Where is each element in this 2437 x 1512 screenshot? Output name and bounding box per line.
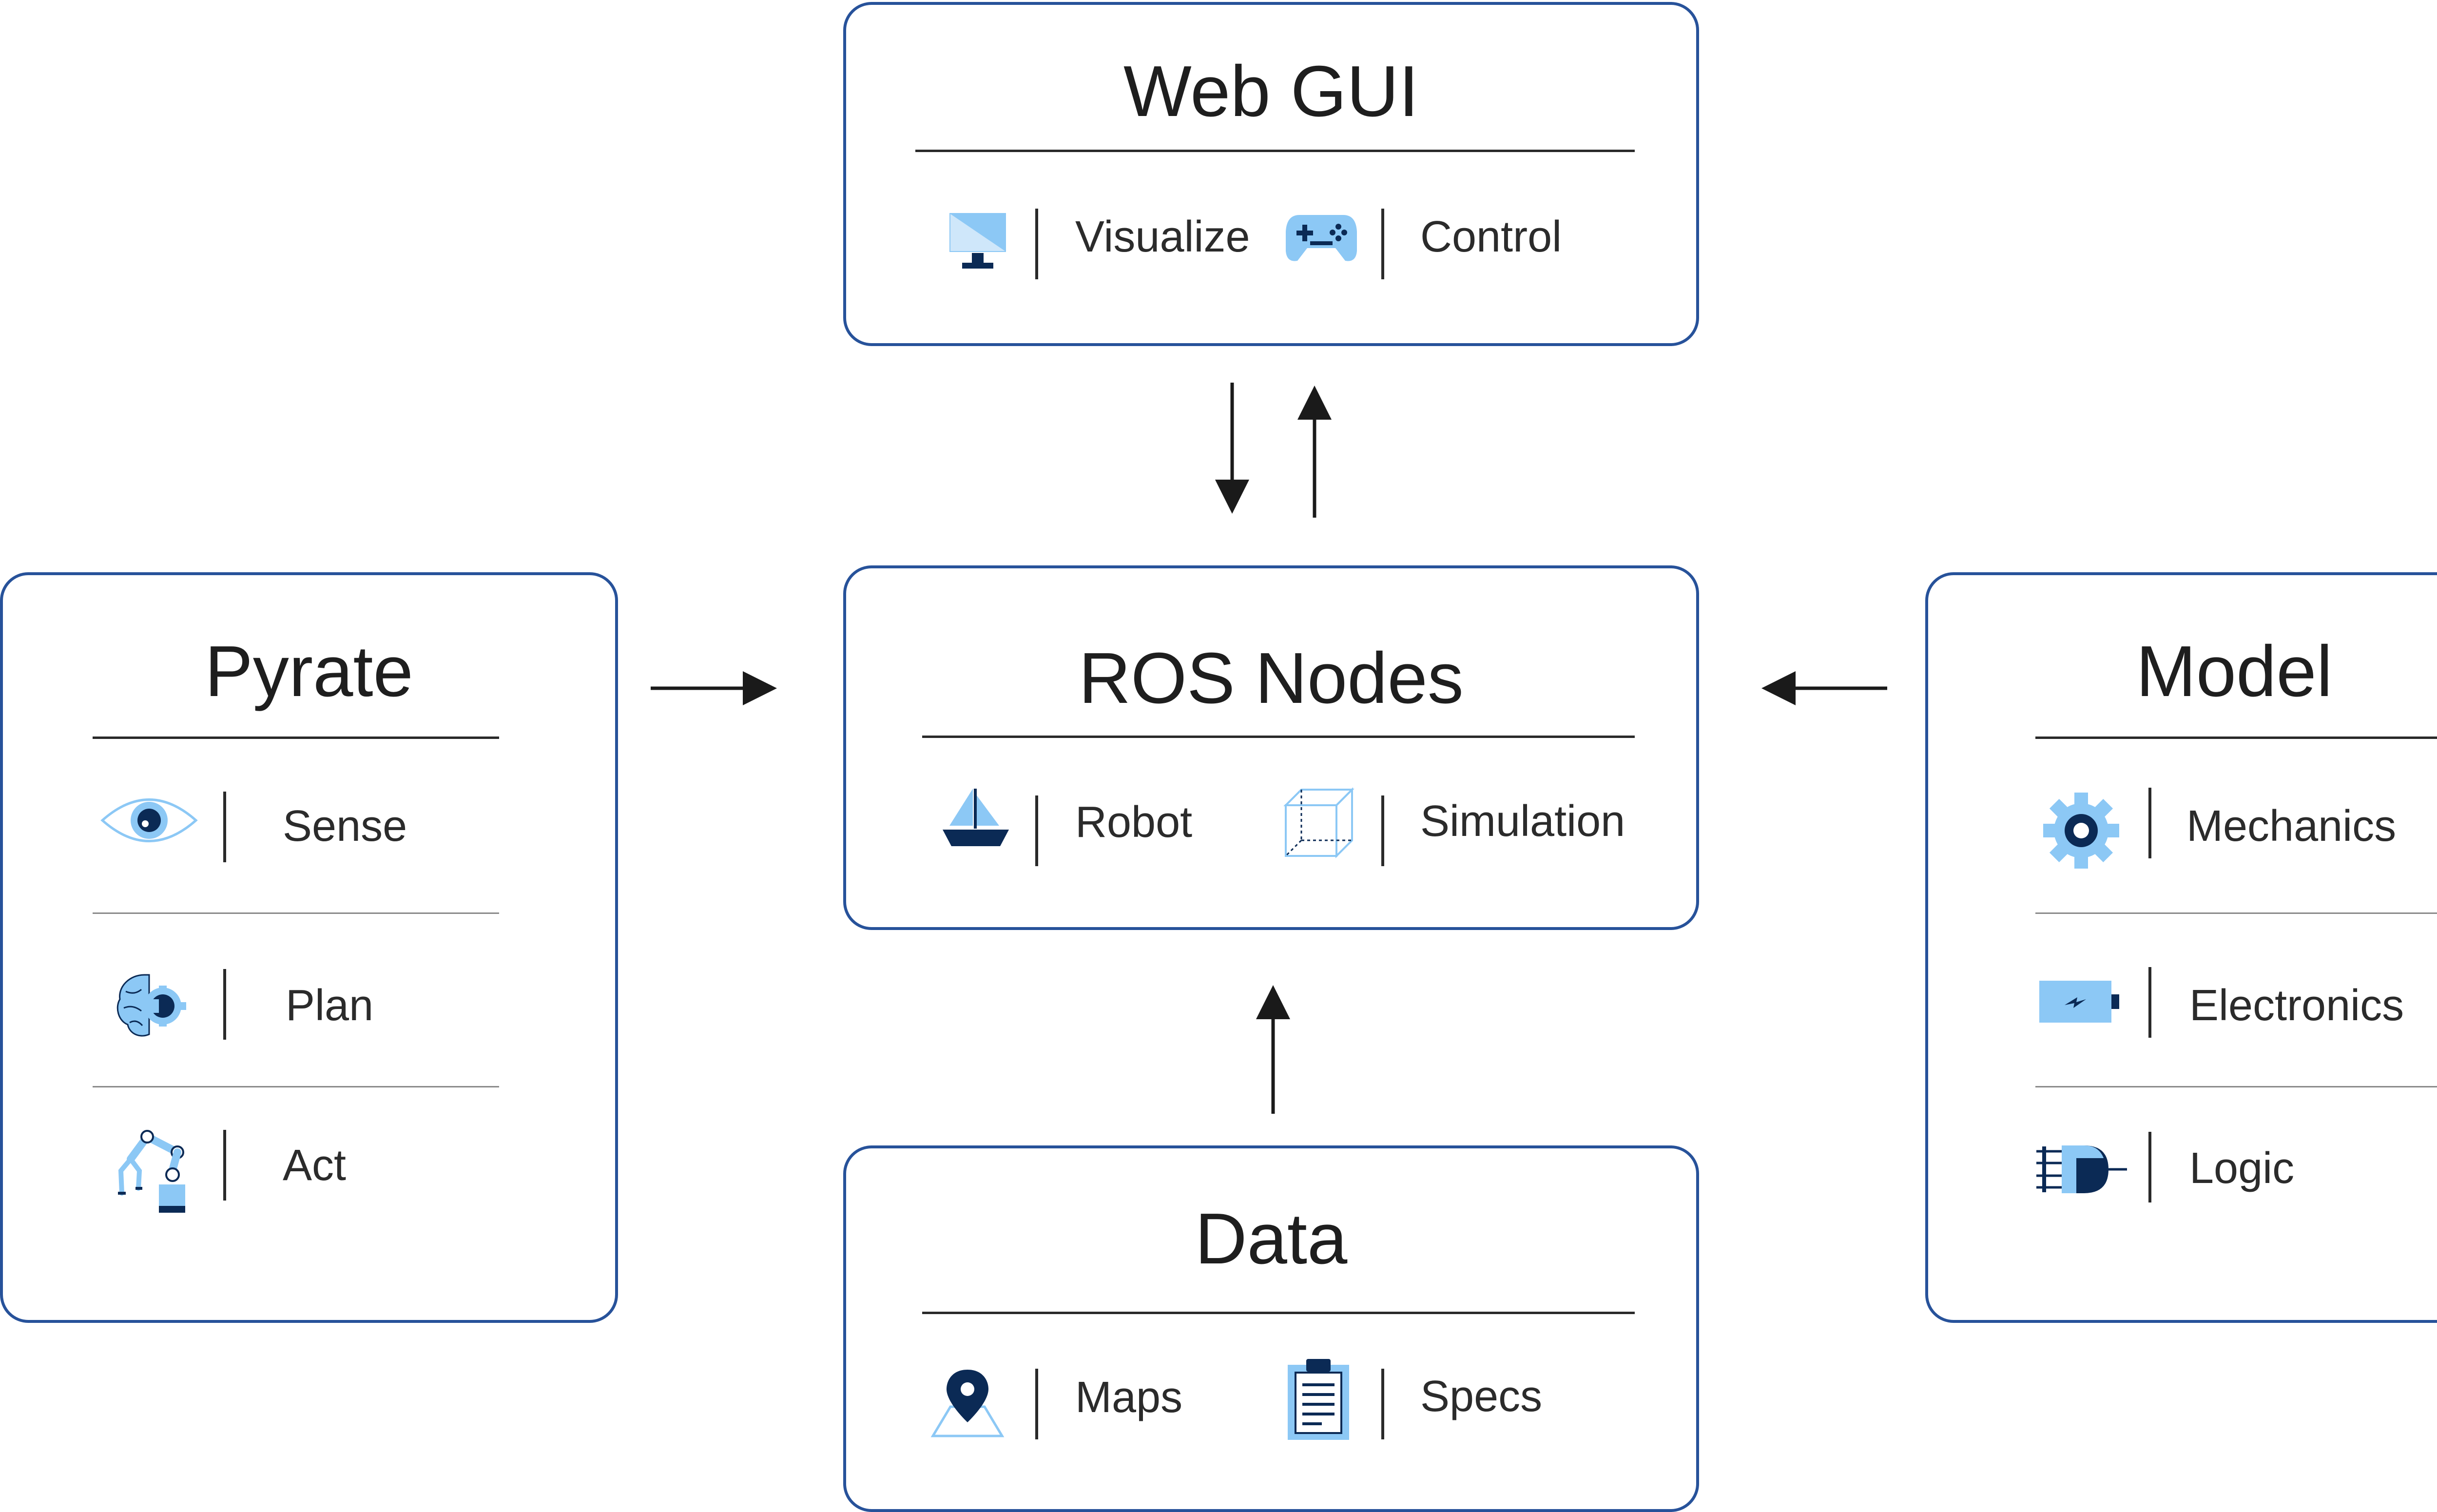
visualize-separator (1035, 209, 1038, 279)
model-divider (2035, 737, 2437, 739)
data-divider (922, 1312, 1635, 1314)
model-title: Model (2136, 631, 2333, 712)
gear-icon (2042, 792, 2120, 870)
sailboat-icon (942, 789, 1010, 849)
battery-icon (2038, 980, 2121, 1024)
plan-separator (223, 969, 226, 1040)
clipboard-icon (1287, 1358, 1350, 1441)
eye-icon (100, 794, 198, 847)
electronics-divider (2035, 1086, 2437, 1087)
robot-label: Robot (1075, 798, 1193, 847)
maps-label: Maps (1075, 1373, 1183, 1422)
simulation-label: Simulation (1420, 797, 1625, 846)
electronics-separator (2148, 967, 2151, 1038)
specs-label: Specs (1420, 1372, 1543, 1421)
visualize-label: Visualize (1075, 213, 1250, 261)
sense-divider (93, 912, 499, 914)
sense-separator (223, 792, 226, 862)
pyrate-title: Pyrate (205, 631, 413, 712)
pyrate-box: Pyrate Sense Plan (0, 572, 618, 1323)
web-gui-divider (915, 150, 1635, 152)
act-label: Act (283, 1141, 347, 1190)
plan-label: Plan (286, 981, 374, 1030)
map-pin-icon (930, 1368, 1005, 1439)
electronics-label: Electronics (2189, 981, 2404, 1030)
mechanics-separator (2148, 788, 2151, 858)
robot-separator (1035, 795, 1038, 866)
control-label: Control (1420, 213, 1562, 261)
gamepad-icon (1285, 212, 1358, 264)
brain-icon (115, 972, 188, 1040)
act-separator (223, 1130, 226, 1201)
maps-separator (1035, 1369, 1038, 1439)
mechanics-label: Mechanics (2186, 802, 2397, 851)
web-gui-box: Web GUI Visualize Control (843, 2, 1699, 346)
monitor-icon (949, 212, 1007, 271)
logic-gate-icon (2035, 1144, 2128, 1197)
logic-label: Logic (2189, 1144, 2295, 1193)
mechanics-divider (2035, 912, 2437, 914)
ros-nodes-divider (922, 736, 1635, 738)
ros-nodes-box: ROS Nodes Robot Simulation (843, 565, 1699, 930)
pyrate-divider (93, 737, 499, 739)
plan-divider (93, 1086, 499, 1087)
model-box: Model Mechanics Elec (1925, 572, 2437, 1323)
web-gui-title: Web GUI (1123, 51, 1419, 132)
data-title: Data (1195, 1199, 1348, 1279)
control-separator (1381, 209, 1384, 279)
data-box: Data Maps Specs (843, 1145, 1699, 1512)
ros-nodes-title: ROS Nodes (1079, 638, 1464, 718)
sense-label: Sense (283, 802, 407, 851)
specs-separator (1381, 1369, 1384, 1439)
simulation-separator (1381, 795, 1384, 866)
robot-arm-icon (113, 1130, 191, 1218)
logic-separator (2148, 1132, 2151, 1202)
cube-icon (1283, 787, 1354, 858)
